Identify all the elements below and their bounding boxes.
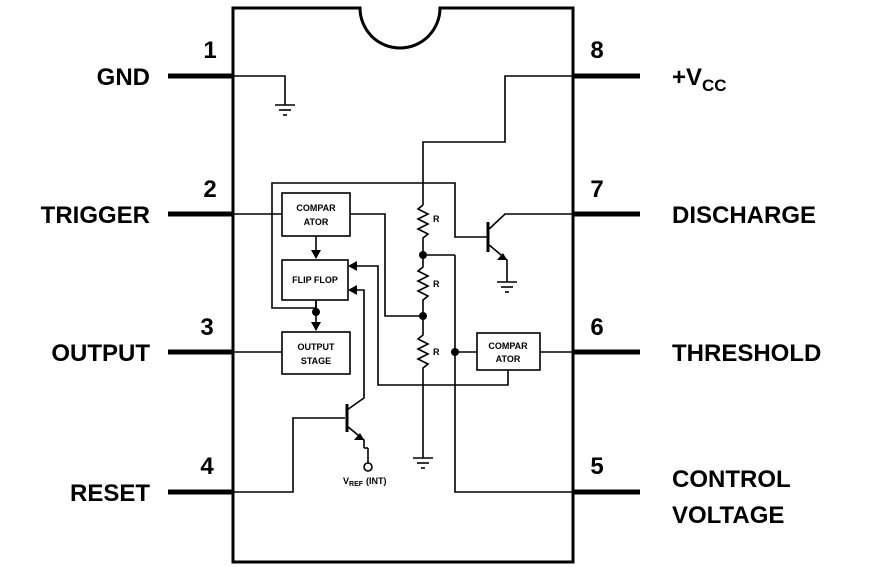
comparator-top-block: COMPAR ATOR <box>281 192 351 237</box>
pin3-number: 3 <box>200 314 213 341</box>
pin4-name: RESET <box>70 480 150 507</box>
resistor-r1 <box>416 204 430 255</box>
pin8-number: 8 <box>590 37 603 64</box>
gnd-ground-symbol <box>275 104 295 116</box>
arrow-left <box>348 261 357 271</box>
pin5-name-line1: CONTROL <box>672 466 791 493</box>
vcc-wire <box>422 75 573 205</box>
resistor-r3-label: R <box>433 347 440 357</box>
svg-text:COMPAR: COMPAR <box>488 341 528 351</box>
flip-flop-block: FLIP FLOP <box>281 259 349 301</box>
comparator-bottom-block: COMPAR ATOR <box>476 332 541 371</box>
pin1-number: 1 <box>203 37 216 64</box>
comp-top-to-divider-wire <box>350 213 423 317</box>
reset-to-ff-wire <box>356 289 365 395</box>
svg-text:ATOR: ATOR <box>496 354 521 364</box>
discharge-ground-symbol <box>497 281 517 293</box>
pin1-name: GND <box>97 64 150 91</box>
divider-to-comp-bottom-wire <box>423 254 573 493</box>
reset-transistor <box>345 394 373 472</box>
resistor-r3 <box>416 316 430 458</box>
svg-text:STAGE: STAGE <box>301 356 331 366</box>
svg-text:ATOR: ATOR <box>304 217 329 227</box>
arrow-down <box>311 250 321 259</box>
svg-text:COMPAR: COMPAR <box>296 203 336 213</box>
resistor-r2 <box>416 255 430 316</box>
resistor-r1-label: R <box>433 214 440 224</box>
vref-label: VREF(INT) <box>343 476 387 488</box>
pin8-name: +VCC <box>672 64 727 95</box>
divider-ground-symbol <box>413 457 433 469</box>
pin4-number: 4 <box>200 453 214 480</box>
pin2-number: 2 <box>203 176 216 203</box>
arrow-left <box>348 285 357 295</box>
svg-text:FLIP FLOP: FLIP FLOP <box>292 275 338 285</box>
pin7-number: 7 <box>590 176 603 203</box>
pin7-name: DISCHARGE <box>672 202 816 229</box>
comp-bottom-to-ff-wire <box>356 265 509 386</box>
gnd-wire <box>233 75 286 105</box>
ic-package-outline <box>231 6 575 564</box>
output-stage-block: OUTPUT STAGE <box>281 331 351 375</box>
resistor-r2-label: R <box>433 279 440 289</box>
pin6-number: 6 <box>590 314 603 341</box>
pin3-name: OUTPUT <box>51 340 150 367</box>
pin5-name-line2: VOLTAGE <box>672 502 784 529</box>
svg-text:OUTPUT: OUTPUT <box>298 342 336 352</box>
pin6-name: THRESHOLD <box>672 340 821 367</box>
pin2-name: TRIGGER <box>41 202 150 229</box>
reset-wire <box>233 417 345 493</box>
pin5-number: 5 <box>590 453 603 480</box>
discharge-transistor <box>486 213 573 282</box>
arrow-down <box>311 322 321 331</box>
